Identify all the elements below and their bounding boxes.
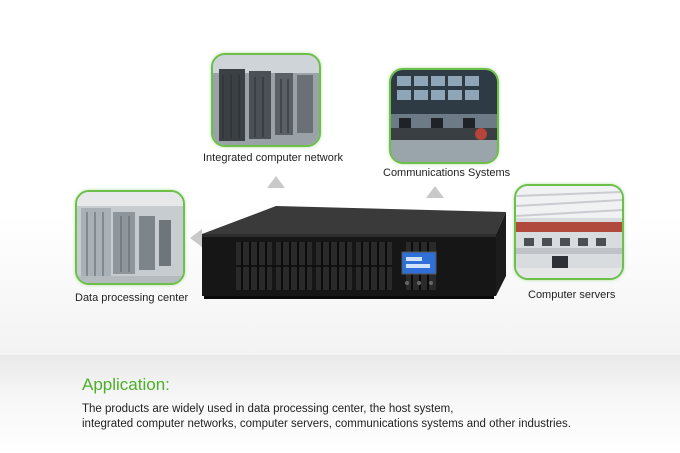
application-line-2: integrated computer networks, computer s…	[82, 418, 571, 430]
integrated-network-photo	[211, 53, 321, 147]
application-panel	[0, 355, 680, 453]
application-line-1: The products are widely used in data pro…	[82, 403, 454, 415]
rack-ups-unit	[198, 204, 508, 304]
lcd-display-icon	[401, 251, 437, 275]
arrow-up-left-icon	[267, 176, 285, 188]
application-description: The products are widely used in data pro…	[82, 402, 571, 432]
arrow-up-right-icon	[426, 186, 444, 198]
caption-integrated-network: Integrated computer network	[203, 152, 344, 164]
data-processing-center-photo	[75, 190, 185, 285]
computer-servers-photo	[514, 184, 624, 280]
arrow-left-icon	[190, 229, 202, 247]
caption-communications-systems: Communications Systems	[383, 167, 511, 179]
application-title: Application:	[82, 375, 170, 394]
caption-computer-servers: Computer servers	[528, 289, 616, 301]
caption-data-processing-center: Data processing center	[75, 292, 189, 304]
communications-systems-photo	[389, 68, 499, 164]
